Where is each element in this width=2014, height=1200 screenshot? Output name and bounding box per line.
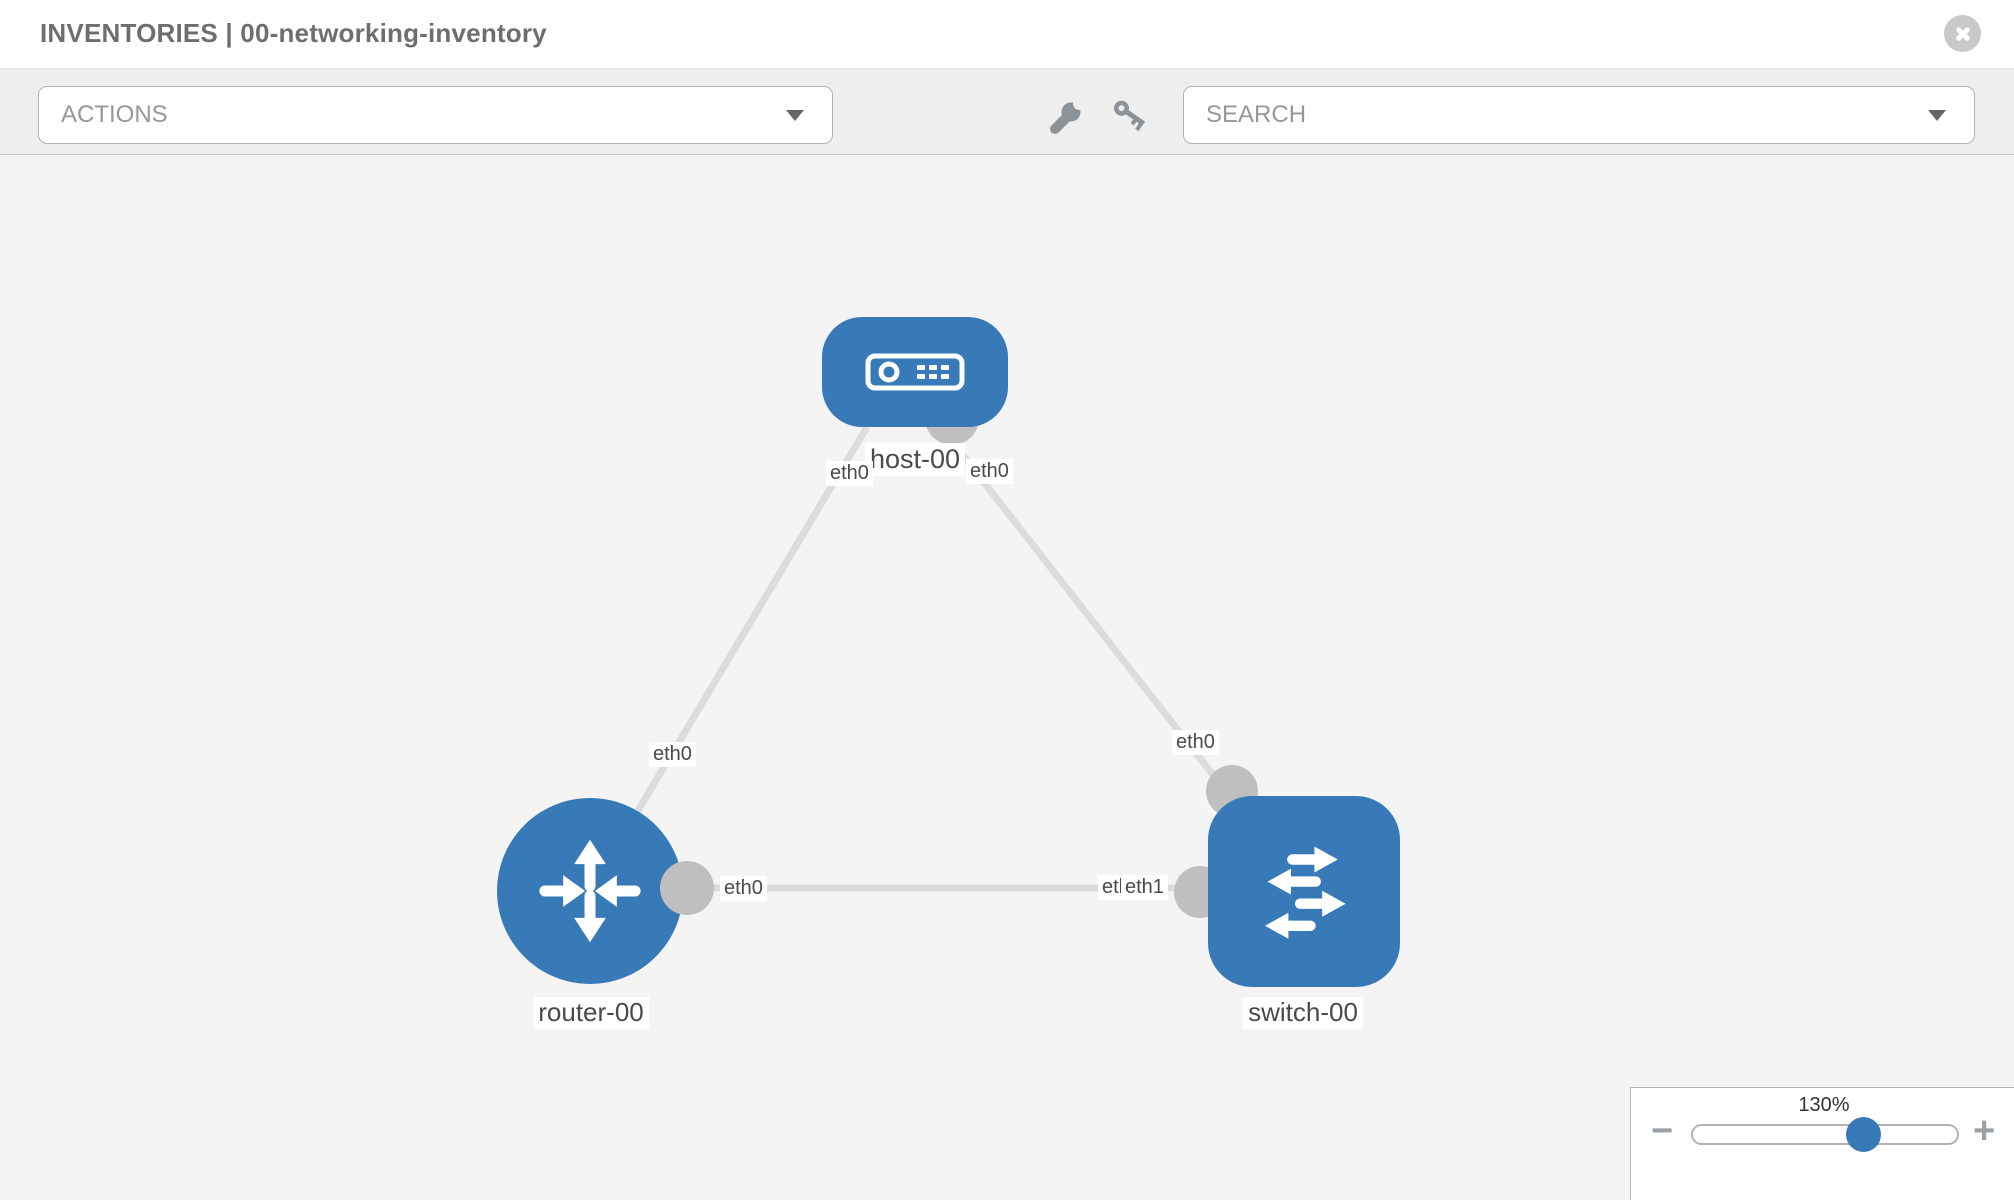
switch-icon [1265,846,1346,939]
search-dropdown-label: SEARCH [1206,101,1307,128]
key-icon[interactable] [1110,99,1156,144]
node-switch-00[interactable] [1208,796,1400,987]
iface-label-router-eth0-to-switch: eth0 [720,876,767,901]
wrench-icon[interactable] [1046,97,1086,142]
actions-dropdown-label: ACTIONS [61,101,168,128]
node-label-host-00: host-00 [864,443,966,477]
chevron-down-icon [786,110,804,121]
zoom-control-panel: 130% − + [1630,1087,2014,1200]
node-host-00[interactable] [822,317,1008,427]
zoom-slider-thumb[interactable] [1846,1117,1881,1152]
host-device-icon [865,353,965,391]
iface-label-host-eth0-to-switch: eth0 [966,459,1013,484]
iface-label-switch-eth0-to-host: eth0 [1172,730,1219,755]
iface-label-switch-eth1: eth1 [1121,875,1168,900]
topology-canvas[interactable]: host-00 router-00 switch-00 eth0 eth0 et… [0,155,2014,1200]
node-router-00[interactable] [497,798,683,984]
close-icon[interactable] [1944,15,1981,52]
router-icon [539,839,641,943]
zoom-percentage: 130% [1798,1094,1850,1116]
zoom-in-button[interactable]: + [1973,1110,1996,1152]
zoom-out-button[interactable]: − [1651,1110,1674,1152]
iface-label-host-eth0-to-router: eth0 [826,461,873,486]
toolbar: ACTIONS SEARCH [0,69,2014,155]
node-label-router-00: router-00 [533,997,649,1029]
zoom-slider-track[interactable] [1691,1124,1959,1145]
page-title: INVENTORIES | 00-networking-inventory [40,18,547,48]
title-bar: INVENTORIES | 00-networking-inventory [0,0,2014,69]
links-layer [586,417,1307,894]
iface-label-router-eth0-to-host: eth0 [649,742,696,767]
search-dropdown[interactable]: SEARCH [1183,86,1975,144]
interface-dot-router[interactable] [660,861,714,915]
actions-dropdown[interactable]: ACTIONS [38,86,833,144]
node-label-switch-00: switch-00 [1243,997,1363,1029]
chevron-down-icon [1928,110,1946,121]
